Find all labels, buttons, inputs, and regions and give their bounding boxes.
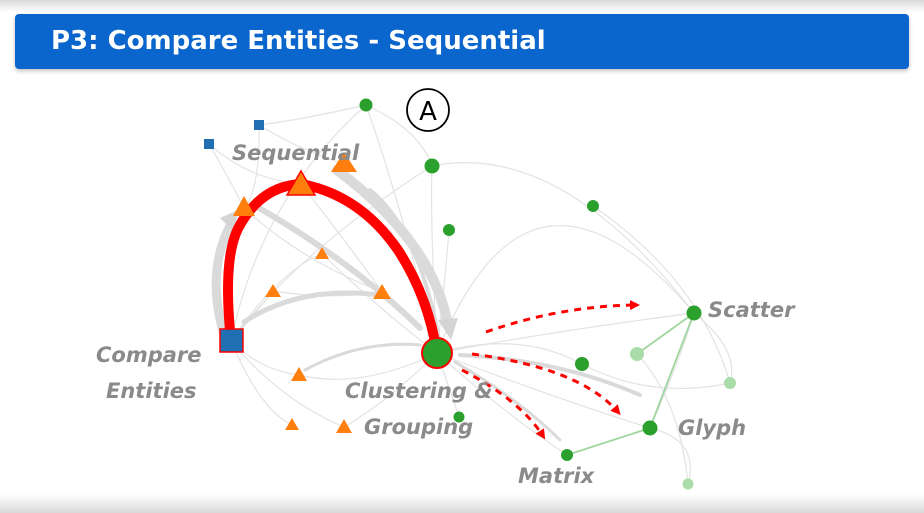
glyph-node	[642, 420, 658, 436]
matrix-node	[561, 449, 573, 461]
title-bar: P3: Compare Entities - Sequential	[15, 14, 909, 69]
label-scatter: Scatter	[708, 298, 796, 322]
label-compare-entities-1: Compare	[96, 343, 202, 367]
label-sequential: Sequential	[232, 141, 360, 165]
dashed-arrow-glyph	[471, 352, 621, 416]
light-green-nodes	[630, 347, 736, 490]
panel-letter: A	[419, 97, 437, 127]
green-node	[443, 224, 455, 236]
light-green-node	[682, 478, 694, 490]
green-node	[453, 411, 465, 423]
light-green-edges	[566, 312, 695, 456]
page-title: P3: Compare Entities - Sequential	[51, 26, 546, 56]
blue-node	[254, 120, 264, 130]
label-clustering-1: Clustering &	[345, 379, 493, 403]
orange-node	[373, 284, 391, 299]
light-green-node	[724, 377, 736, 389]
orange-node	[265, 284, 281, 297]
panel-marker: A	[406, 88, 450, 132]
orange-node	[291, 367, 307, 381]
orange-node	[233, 196, 255, 216]
dashed-arrow-scatter	[485, 300, 640, 334]
light-green-node	[630, 347, 644, 361]
compare-entities-node[interactable]	[219, 328, 244, 353]
top-shadow	[0, 0, 924, 12]
orange-node	[285, 418, 299, 430]
label-clustering-2: Grouping	[364, 415, 473, 439]
orange-nodes	[233, 152, 391, 433]
label-matrix: Matrix	[518, 464, 596, 488]
blue-nodes	[204, 120, 264, 149]
green-node	[587, 200, 599, 212]
flow-edges	[211, 165, 642, 442]
bottom-shadow	[0, 494, 924, 513]
dashed-arrows	[461, 300, 640, 440]
orange-node	[315, 247, 329, 259]
green-node	[359, 98, 373, 112]
label-glyph: Glyph	[678, 416, 746, 440]
orange-node	[331, 152, 357, 172]
sequential-node[interactable]	[285, 169, 317, 196]
green-nodes	[359, 98, 702, 461]
panel-marker-circle	[406, 88, 450, 132]
dashed-arrow-matrix	[461, 368, 546, 440]
green-node	[575, 357, 589, 371]
scatter-node	[686, 305, 702, 321]
label-compare-entities-2: Entities	[106, 379, 197, 403]
orange-node	[336, 419, 352, 433]
clustering-grouping-node[interactable]	[421, 337, 453, 369]
blue-node	[204, 139, 214, 149]
green-node	[424, 158, 440, 174]
